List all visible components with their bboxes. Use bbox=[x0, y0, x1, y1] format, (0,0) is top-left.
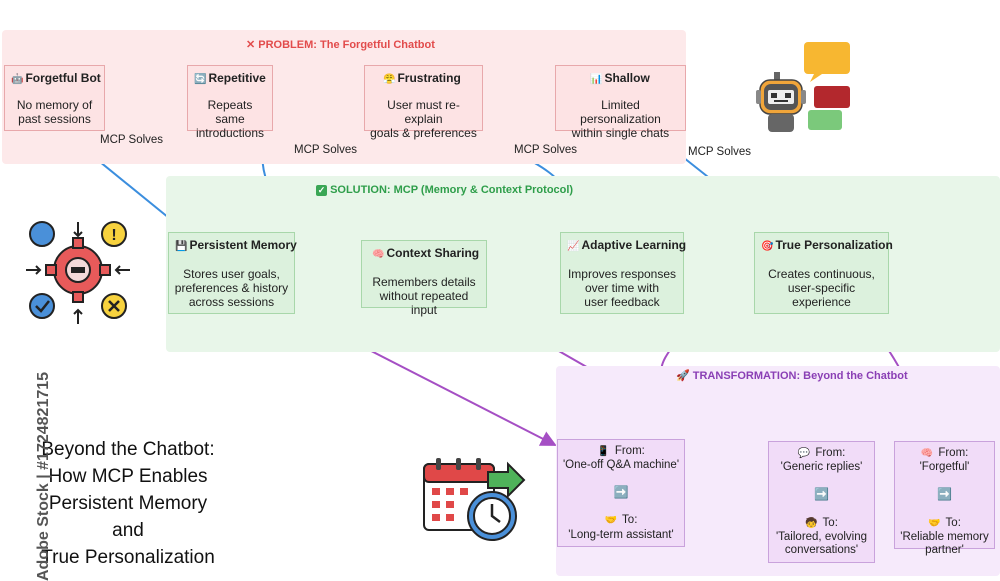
robot-icon: 🤖 bbox=[11, 74, 24, 85]
solution-box-adaptive-learning: 📈Adaptive Learning Improves responses ov… bbox=[560, 232, 686, 314]
handshake-icon: 🤝 bbox=[928, 518, 941, 529]
arrow-right-icon: ➡️ bbox=[937, 487, 952, 501]
bar-chart-icon: 📊 bbox=[590, 74, 603, 85]
solution-box-context-sharing: 🧠Context Sharing Remembers details witho… bbox=[361, 240, 487, 317]
brain-icon: 🧠 bbox=[920, 448, 934, 459]
phone-icon: 📱 bbox=[597, 446, 610, 457]
stock-credit: Adobe Stock | #1724821715 bbox=[35, 371, 52, 581]
transform-box-assistant: 📱 From: 'One-off Q&A machine' ➡️ 🤝 To: '… bbox=[557, 439, 685, 547]
problem-box-frustrating: 😤Frustrating User must re-explain goals … bbox=[364, 65, 483, 140]
child-face-icon: 🧒 bbox=[805, 518, 818, 529]
speech-bubble-icon: 💬 bbox=[797, 448, 811, 459]
problem-box-forgetful-bot: 🤖Forgetful Bot No memory of past session… bbox=[4, 65, 105, 131]
handshake-icon: 🤝 bbox=[604, 515, 618, 526]
arrow-right-icon: ➡️ bbox=[613, 485, 629, 499]
problem-box-repetitive: 🔄Repetitive Repeats same introductions bbox=[187, 65, 273, 140]
brain-icon: 🧠 bbox=[372, 249, 385, 260]
rocket-icon: 🚀 bbox=[676, 370, 690, 382]
x-mark-icon: ✕ bbox=[246, 39, 256, 51]
mcp-solves-label: MCP Solves bbox=[688, 146, 752, 158]
repeat-icon: 🔄 bbox=[194, 74, 207, 85]
solution-title: ✓ SOLUTION: MCP (Memory & Context Protoc… bbox=[316, 184, 574, 196]
main-title: Beyond the Chatbot: How MCP Enables Pers… bbox=[41, 439, 215, 568]
arrow-right-icon: ➡️ bbox=[814, 487, 829, 501]
calendar-clock-icon bbox=[423, 458, 526, 541]
problem-title: ✕ PROBLEM: The Forgetful Chatbot bbox=[246, 39, 435, 51]
mcp-solves-label: MCP Solves bbox=[294, 144, 358, 156]
transform-box-conversations: 💬 From: 'Generic replies' ➡️ 🧒 To: 'Tail… bbox=[768, 441, 875, 563]
problem-box-shallow: 📊Shallow Limited personalization within … bbox=[555, 65, 686, 140]
floppy-disk-icon: 💾 bbox=[175, 241, 188, 252]
transformation-title: 🚀 TRANSFORMATION: Beyond the Chatbot bbox=[676, 370, 908, 382]
solution-box-true-personalization: 🎯True Personalization Creates continuous… bbox=[754, 232, 893, 314]
trend-up-icon: 📈 bbox=[567, 241, 580, 252]
robot-chat-icon bbox=[756, 42, 850, 132]
transform-box-memory-partner: 🧠 From: 'Forgetful' ➡️ 🤝 To: 'Reliable m… bbox=[894, 441, 995, 556]
mcp-solves-label: MCP Solves bbox=[100, 134, 164, 146]
solution-box-persistent-memory: 💾Persistent Memory Stores user goals, pr… bbox=[168, 232, 297, 314]
frustrated-face-icon: 😤 bbox=[383, 74, 396, 85]
check-mark-icon: ✓ bbox=[316, 185, 327, 196]
target-icon: 🎯 bbox=[761, 241, 774, 252]
mcp-solves-label: MCP Solves bbox=[514, 144, 578, 156]
gear-process-icon: ! bbox=[26, 221, 130, 324]
svg-text:!: ! bbox=[111, 227, 116, 244]
